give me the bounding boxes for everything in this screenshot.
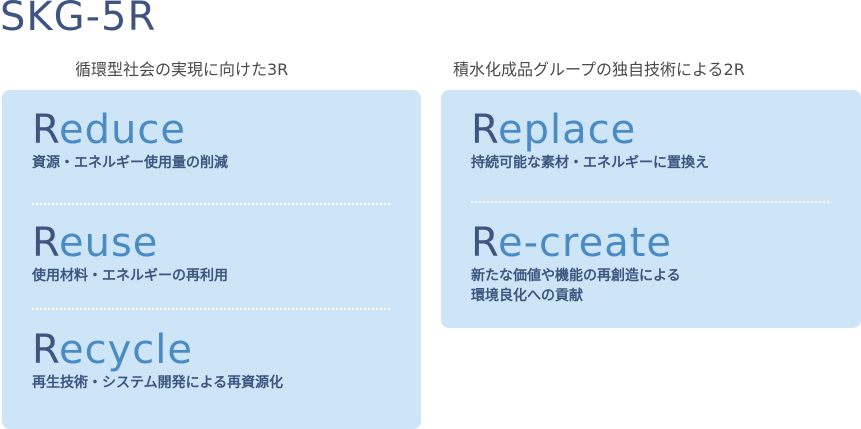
reuse-item: Reuse 使用材料・エネルギーの再利用 [32, 223, 228, 286]
reduce-description: 資源・エネルギー使用量の削減 [32, 155, 228, 171]
recreate-word: Re-create [471, 220, 673, 266]
page-title: SKG-5R [0, 0, 157, 40]
replace-description: 持続可能な素材・エネルギーに置換え [471, 155, 709, 171]
replace-item: Replace 持続可能な素材・エネルギーに置換え [471, 110, 709, 173]
reuse-description: 使用材料・エネルギーの再利用 [32, 268, 228, 284]
right-2r-panel: Replace 持続可能な素材・エネルギーに置換え Re-create 新たな価… [441, 90, 861, 328]
reduce-item: Reduce 資源・エネルギー使用量の削減 [32, 110, 228, 173]
recycle-word: Recycle [32, 327, 193, 373]
recycle-item: Recycle 再生技術・システム開発による再資源化 [32, 330, 283, 393]
recreate-item: Re-create 新たな価値や機能の再創造による 環境良化への貢献 [471, 223, 681, 306]
divider [32, 203, 390, 205]
recycle-description: 再生技術・システム開発による再資源化 [32, 375, 284, 391]
recreate-description: 新たな価値や機能の再創造による 環境良化への貢献 [471, 268, 681, 304]
divider [32, 308, 390, 310]
right-section-heading: 積水化成品グループの独自技術による2R [453, 60, 745, 79]
replace-word: Replace [471, 107, 637, 153]
left-3r-panel: Reduce 資源・エネルギー使用量の削減 Reuse 使用材料・エネルギーの再… [2, 90, 421, 429]
reuse-word: Reuse [32, 220, 159, 266]
divider [471, 201, 829, 203]
reduce-word: Reduce [32, 107, 186, 153]
left-section-heading: 循環型社会の実現に向けた3R [75, 60, 289, 79]
